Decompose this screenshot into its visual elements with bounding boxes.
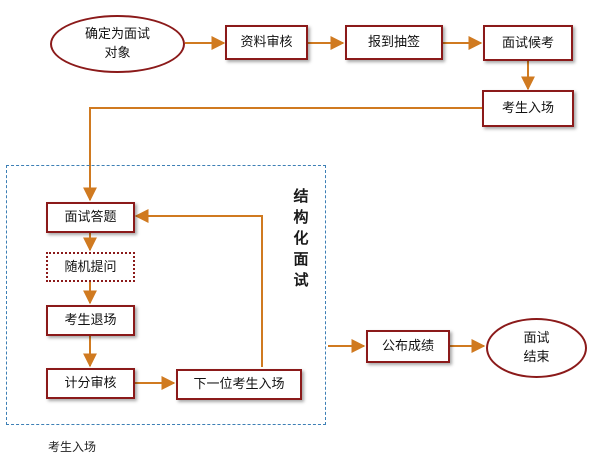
- label-char: 试: [293, 271, 309, 289]
- materials-review-node: 资料审核: [225, 25, 308, 60]
- end-oval-text: 面试 结束: [523, 331, 550, 365]
- candidate-enters-node: 考生入场: [482, 90, 574, 127]
- candidate-exits-node: 考生退场: [46, 305, 135, 336]
- next-candidate-enters-label: 下一位考生入场: [193, 377, 285, 392]
- end-oval: 面试 结束: [486, 318, 587, 378]
- random-questions-node: 随机提问: [46, 252, 135, 282]
- structured-interview-frame: [6, 165, 326, 425]
- arrow-next-loop-to-answer: [134, 209, 263, 367]
- start-oval-text: 确定为面试 对象: [84, 27, 150, 61]
- answer-questions-node: 面试答题: [46, 202, 135, 233]
- materials-review-label: 资料审核: [240, 35, 293, 50]
- arrow-enter-to-answer: [83, 107, 482, 202]
- publish-results-label: 公布成绩: [381, 339, 434, 354]
- score-review-label: 计分审核: [64, 376, 117, 391]
- label-char: 结: [293, 187, 309, 205]
- cropped-footer-text: 考生入场: [48, 440, 97, 454]
- candidate-exits-label: 考生退场: [64, 313, 117, 328]
- label-char: 面: [293, 250, 309, 268]
- next-candidate-enters-node: 下一位考生入场: [176, 369, 302, 400]
- publish-results-node: 公布成绩: [366, 330, 450, 363]
- label-char: 构: [293, 208, 309, 226]
- structured-interview-label: 结 构 化 面 试: [291, 186, 311, 291]
- candidate-enters-label: 考生入场: [501, 101, 554, 116]
- check-in-draw-node: 报到抽签: [345, 25, 443, 60]
- wait-for-interview-node: 面试候考: [483, 25, 573, 61]
- answer-questions-label: 面试答题: [64, 210, 117, 225]
- label-char: 化: [293, 229, 309, 247]
- random-questions-label: 随机提问: [64, 259, 117, 275]
- check-in-draw-label: 报到抽签: [367, 35, 420, 50]
- score-review-node: 计分审核: [46, 368, 135, 399]
- wait-for-interview-label: 面试候考: [501, 35, 554, 51]
- start-oval: 确定为面试 对象: [50, 15, 185, 73]
